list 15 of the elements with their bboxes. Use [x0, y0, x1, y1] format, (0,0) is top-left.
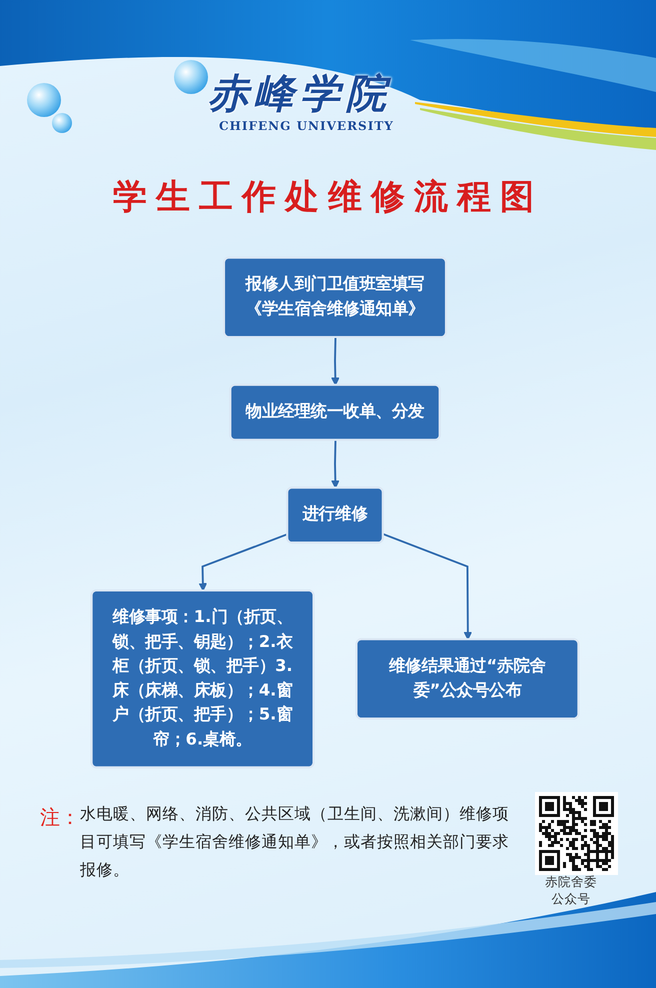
arrow	[198, 533, 288, 592]
process-box: 维修事项：1.门（折页、锁、把手、钥匙）；2.衣柜（折页、锁、把手）3.床（床梯、床板）；4.窗户（折页、把手）；5.窗帘；6.桌椅。	[90, 589, 314, 768]
university-name: 赤峰学院	[208, 69, 392, 119]
title: 学生工作处维修流程图	[112, 176, 544, 219]
qr-caption: 赤院舍委公众号	[544, 873, 598, 907]
arrow	[382, 533, 472, 640]
arrow	[331, 337, 340, 386]
note-marker: 注：	[40, 804, 80, 831]
university-name-latin: CHIFENG UNIVERSITY	[219, 119, 394, 133]
process-box: 维修结果通过“赤院舍委”公众号公布	[356, 638, 580, 720]
process-box: 进行维修	[286, 486, 384, 544]
process-box: 物业经理统一收单、分发	[229, 384, 441, 441]
arrow	[331, 440, 340, 488]
note-text: 水电暖、网络、消防、公共区域（卫生间、洗漱间）维修项目可填写《学生宿舍维修通知单》，或者按照相关部门要求报修。	[80, 803, 510, 881]
process-box: 报修人到门卫值班室填写《学生宿舍维修通知单》	[223, 256, 447, 338]
